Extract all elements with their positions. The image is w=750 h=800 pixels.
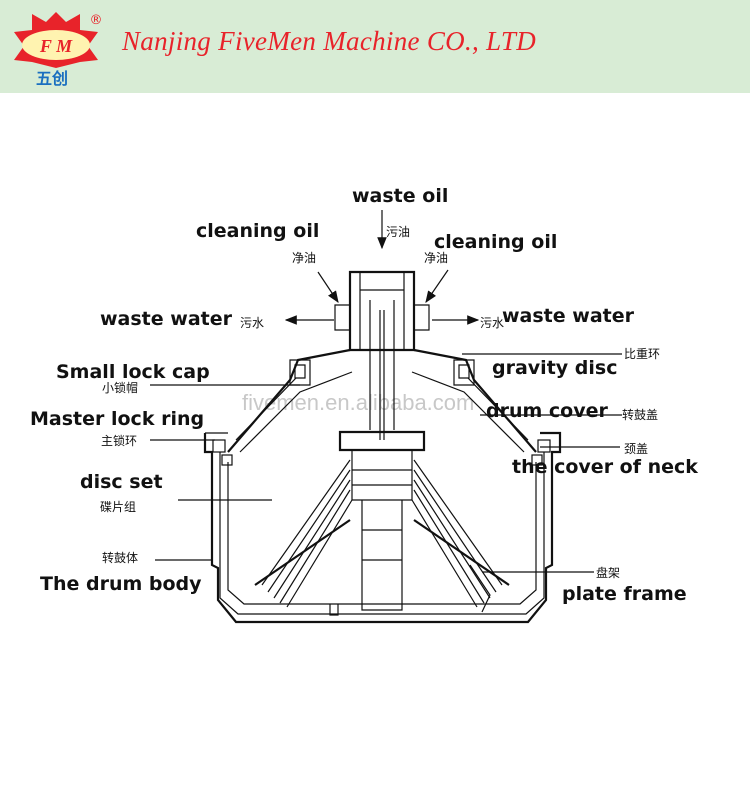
logo-letters: F M [39, 36, 73, 56]
label-small-lock-cap-cn: 小锁帽 [102, 380, 138, 395]
label-disc-set-cn: 碟片组 [100, 500, 136, 514]
label-plate-frame: plate frame [562, 583, 687, 605]
label-waste-water-left-cn: 污水 [240, 316, 264, 330]
label-drum-body: The drum body [40, 573, 202, 595]
company-name: Nanjing FiveMen Machine CO., LTD [122, 26, 537, 56]
leader-lines [150, 210, 622, 573]
label-small-lock-cap: Small lock cap [56, 361, 210, 383]
label-neck-cover: the cover of neck [512, 456, 698, 478]
fivemen-logo-icon: F M ® 五创 [14, 12, 103, 88]
label-cleaning-oil-left-cn: 净油 [292, 251, 316, 265]
label-drum-cover: drum cover [486, 400, 608, 422]
label-waste-water-left: waste water [100, 308, 233, 330]
logo-chinese: 五创 [36, 69, 68, 88]
label-cleaning-oil-right: cleaning oil [434, 231, 557, 253]
label-cleaning-oil-left: cleaning oil [196, 220, 319, 242]
label-neck-cover-cn: 颈盖 [624, 442, 648, 456]
label-drum-cover-cn: 转鼓盖 [622, 407, 658, 422]
label-waste-water-right-cn: 污水 [480, 316, 504, 330]
centrifuge-drawing [203, 270, 562, 624]
label-master-lock-ring: Master lock ring [30, 408, 204, 430]
header-band: F M ® 五创 Nanjing FiveMen Machine CO., LT… [0, 0, 750, 93]
label-waste-water-right: waste water [502, 305, 635, 327]
label-drum-body-cn: 转鼓体 [102, 550, 138, 565]
label-cleaning-oil-right-cn: 净油 [424, 251, 448, 265]
label-gravity-disc-cn: 比重环 [624, 347, 660, 361]
label-plate-frame-cn: 盘架 [596, 565, 620, 580]
label-waste-oil: waste oil [352, 185, 448, 207]
label-gravity-disc: gravity disc [492, 357, 617, 379]
label-waste-oil-cn: 污油 [386, 225, 410, 239]
registered-mark: ® [90, 13, 103, 28]
label-master-lock-ring-cn: 主锁环 [101, 433, 137, 448]
centrifuge-diagram: fivemen.en.alibaba.com [30, 185, 698, 624]
label-disc-set: disc set [80, 471, 163, 493]
